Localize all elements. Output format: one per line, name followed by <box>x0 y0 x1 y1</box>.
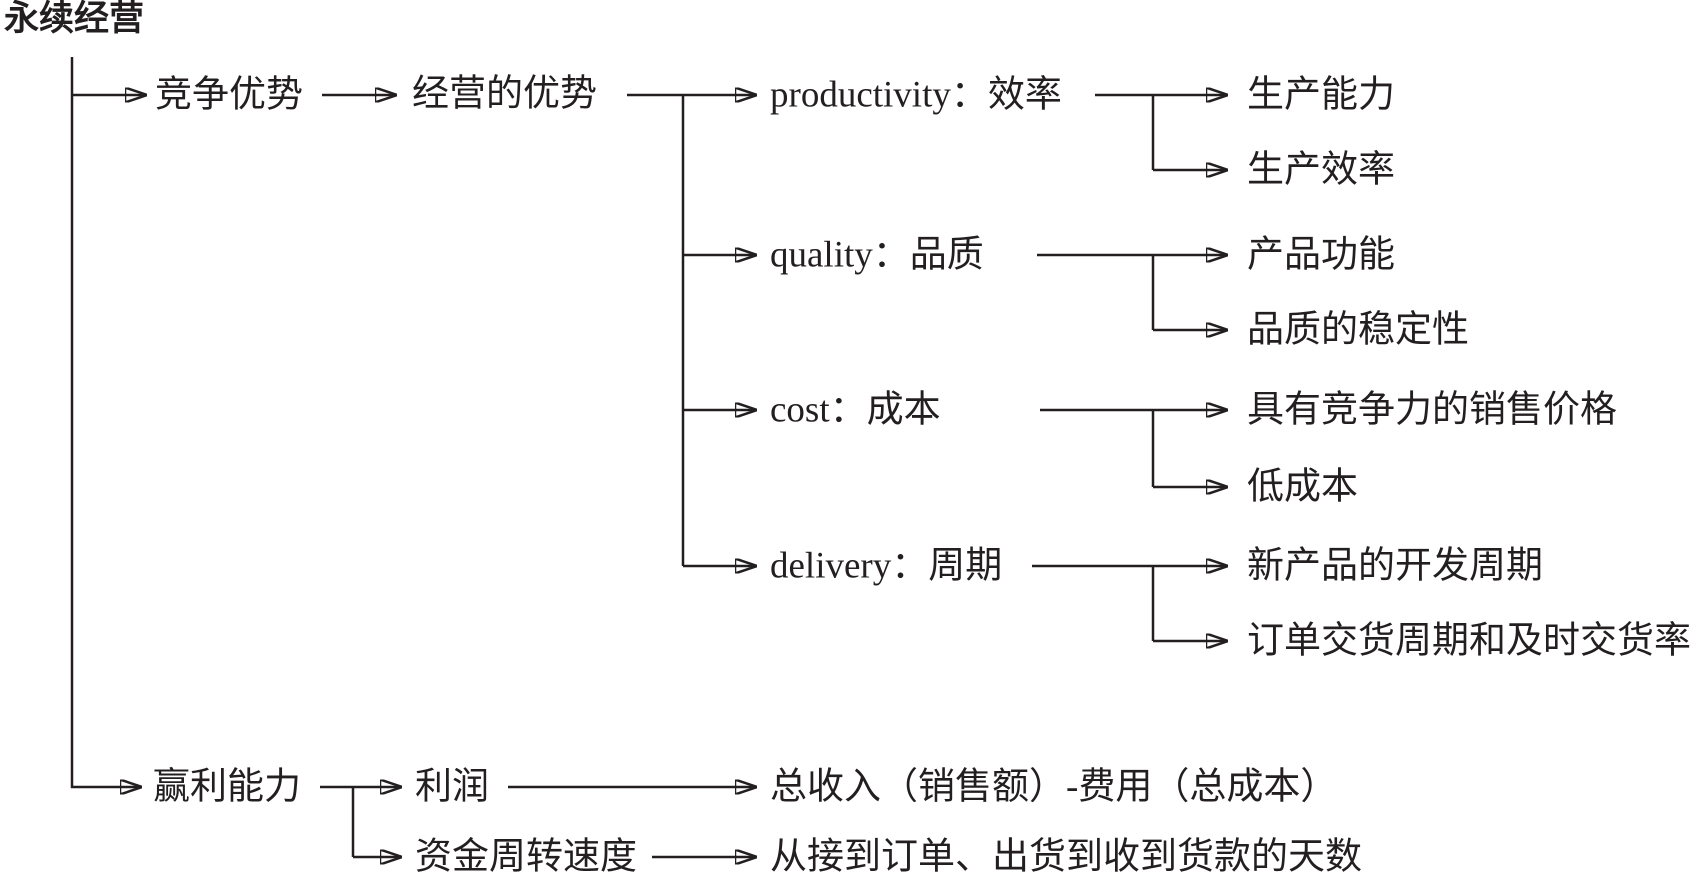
node-profit-formula: 总收入（销售额）-费用（总成本） <box>770 766 1338 808</box>
node-quality: quality：品质 <box>770 234 984 276</box>
node-delivery: delivery：周期 <box>770 545 1003 587</box>
connectors-group <box>70 57 1228 857</box>
node-production-capacity: 生产能力 <box>1247 74 1395 116</box>
connector-trunk <box>70 57 142 787</box>
node-capital-turnover: 资金周转速度 <box>415 836 637 878</box>
node-operational-advantage: 经营的优势 <box>412 73 597 115</box>
node-order-delivery-cycle: 订单交货周期和及时交货率 <box>1247 620 1691 662</box>
node-cost: cost：成本 <box>770 389 941 431</box>
node-competitive-advantage: 竞争优势 <box>155 74 303 116</box>
node-competitive-price: 具有竞争力的销售价格 <box>1247 389 1617 431</box>
node-low-cost: 低成本 <box>1247 466 1358 508</box>
node-product-function: 产品功能 <box>1247 234 1395 276</box>
node-root: 永续经营 <box>4 0 145 38</box>
node-profit: 利润 <box>415 766 489 808</box>
node-quality-stability: 品质的稳定性 <box>1247 309 1469 351</box>
node-production-efficiency: 生产效率 <box>1247 149 1395 191</box>
node-turnover-days: 从接到订单、出货到收到货款的天数 <box>770 836 1362 878</box>
node-new-product-dev-cycle: 新产品的开发周期 <box>1247 545 1543 587</box>
node-profitability: 赢利能力 <box>153 766 301 808</box>
node-productivity: productivity：效率 <box>770 74 1062 116</box>
